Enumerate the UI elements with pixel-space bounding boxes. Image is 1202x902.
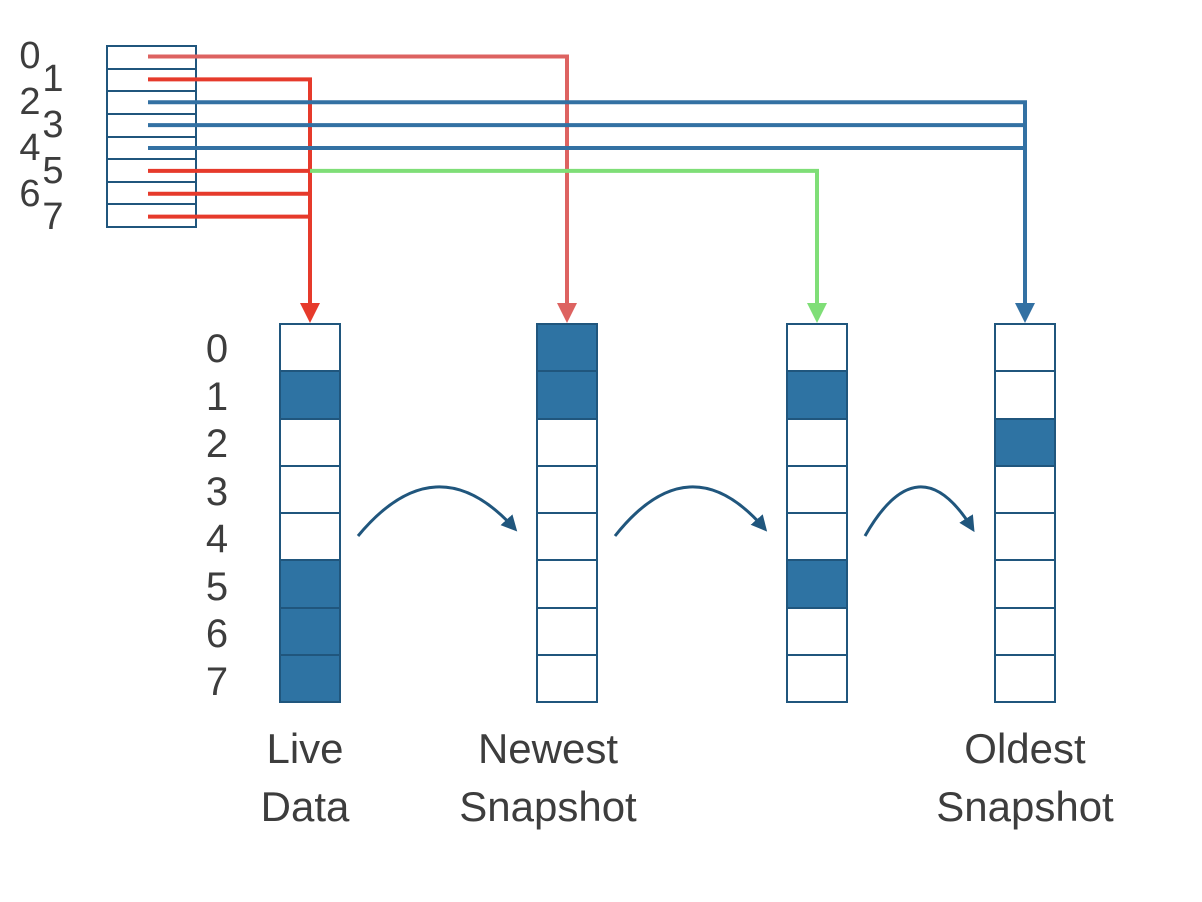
flow-arrow-newest-snapshot-to-middle-snapshot xyxy=(613,485,768,537)
column-label-line: Data xyxy=(260,783,350,830)
newest-snapshot-cell-1 xyxy=(538,372,596,420)
newest-snapshot-cell-4 xyxy=(538,514,596,562)
middle-snapshot-cell-0 xyxy=(788,325,846,373)
live-data-cell-2 xyxy=(281,419,339,467)
block-map-cell-6 xyxy=(108,183,195,206)
block-map-row-label-3: 3 xyxy=(42,104,64,147)
middle-snapshot-cell-7 xyxy=(788,655,846,701)
middle-snapshot-cell-2 xyxy=(788,419,846,467)
newest-snapshot-cell-6 xyxy=(538,608,596,656)
live-data-cell-3 xyxy=(281,466,339,514)
oldest-snapshot-cell-1 xyxy=(996,372,1054,420)
oldest-snapshot-cell-3 xyxy=(996,466,1054,514)
newest-snapshot-cell-3 xyxy=(538,466,596,514)
live-data-row-label-1: 1 xyxy=(205,374,229,419)
oldest-snapshot-cell-4 xyxy=(996,514,1054,562)
connector-green-row5-to-middle-snapshot xyxy=(310,168,827,323)
newest-snapshot-cell-0 xyxy=(538,325,596,373)
oldest-snapshot-cell-6 xyxy=(996,608,1054,656)
block-map-cell-7 xyxy=(108,205,195,226)
oldest-snapshot-cell-7 xyxy=(996,655,1054,701)
column-newest-snapshot xyxy=(536,323,598,703)
middle-snapshot-cell-1 xyxy=(788,372,846,420)
live-data-row-label-6: 6 xyxy=(205,612,229,656)
column-oldest-snapshot xyxy=(994,323,1056,703)
connector-blue-row2-to-oldest-snapshot xyxy=(148,100,1035,323)
block-map-cell-0 xyxy=(108,47,195,70)
live-data-row-label-3: 3 xyxy=(205,469,229,514)
connector-salmon-row0-to-newest-snapshot xyxy=(148,54,577,323)
block-map-cell-4 xyxy=(108,138,195,161)
column-label-line: Newest xyxy=(477,725,619,772)
block-map-row-label-7: 7 xyxy=(42,195,64,238)
middle-snapshot-cell-5 xyxy=(788,561,846,609)
newest-snapshot-cell-2 xyxy=(538,419,596,467)
live-data-cell-5 xyxy=(281,561,339,609)
newest-snapshot-cell-7 xyxy=(538,655,596,701)
block-map-row-label-4: 4 xyxy=(19,126,41,169)
newest-snapshot-cell-5 xyxy=(538,561,596,609)
block-map-row-label-5: 5 xyxy=(42,149,64,192)
live-data-row-label-4: 4 xyxy=(205,517,229,561)
live-data-row-label-7: 7 xyxy=(205,659,229,704)
block-map-row-label-0: 0 xyxy=(19,35,41,78)
live-data-cell-0 xyxy=(281,325,339,373)
flow-arrow-live-data-to-newest-snapshot xyxy=(356,485,518,537)
block-map-row-label-1: 1 xyxy=(42,58,64,101)
column-label-line: Oldest xyxy=(964,725,1086,772)
block-map-cell-5 xyxy=(108,160,195,183)
middle-snapshot-cell-4 xyxy=(788,514,846,562)
live-data-cell-4 xyxy=(281,514,339,562)
oldest-snapshot-cell-2 xyxy=(996,419,1054,467)
oldest-snapshot-cell-5 xyxy=(996,561,1054,609)
column-label-line: Snapshot xyxy=(936,783,1114,830)
block-map-cell-1 xyxy=(108,70,195,93)
live-data-row-label-2: 2 xyxy=(205,422,229,466)
block-map-cell-2 xyxy=(108,92,195,115)
block-map-row-label-6: 6 xyxy=(19,172,41,215)
live-data-cell-1 xyxy=(281,372,339,420)
live-data-row-label-0: 0 xyxy=(205,327,229,371)
flow-arrow-middle-snapshot-to-oldest-snapshot xyxy=(863,485,975,537)
oldest-snapshot-cell-0 xyxy=(996,325,1054,373)
live-data-cell-7 xyxy=(281,655,339,701)
live-data-cell-6 xyxy=(281,608,339,656)
block-map-cell-3 xyxy=(108,115,195,138)
middle-snapshot-cell-3 xyxy=(788,466,846,514)
block-map-row-label-2: 2 xyxy=(19,81,41,124)
column-middle-snapshot xyxy=(786,323,848,703)
live-data-row-label-5: 5 xyxy=(205,564,229,609)
column-label-line: Snapshot xyxy=(459,783,637,830)
middle-snapshot-cell-6 xyxy=(788,608,846,656)
column-live-data xyxy=(279,323,341,703)
block-map-table xyxy=(106,45,197,228)
column-label-line: Live xyxy=(266,725,344,772)
